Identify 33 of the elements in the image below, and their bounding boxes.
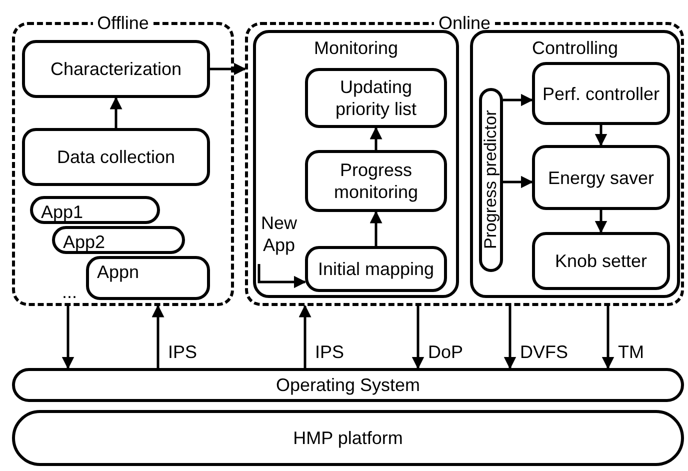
- arrow: [62, 306, 74, 370]
- process-box: Data collection: [22, 128, 210, 186]
- app-box: Appn: [86, 256, 210, 300]
- arrow: [110, 96, 122, 128]
- process-box: Initial mapping: [305, 246, 447, 292]
- panel-frame: [470, 30, 680, 298]
- process-box: Perf. controller: [532, 62, 670, 125]
- panel-frame: [253, 30, 459, 298]
- arrow: [412, 306, 424, 370]
- process-box: Energy saver: [532, 145, 670, 210]
- arrow: [370, 126, 382, 150]
- arrow: [594, 210, 608, 234]
- process-box: Characterization: [22, 40, 210, 98]
- predictor-box: Progress predictor: [479, 88, 503, 272]
- process-box: Progress monitoring: [305, 150, 447, 212]
- input-text: New App: [255, 212, 303, 264]
- platform-layer-bar: HMP platform: [12, 410, 684, 466]
- arrow: [503, 176, 534, 188]
- arrow: [298, 304, 312, 368]
- process-box: Updating priority list: [305, 68, 447, 128]
- system-layer-bar: Operating System: [12, 368, 684, 402]
- arrow: [370, 210, 382, 246]
- arrow: [504, 306, 516, 370]
- arrow: [602, 306, 614, 370]
- app-box: App2: [52, 226, 185, 254]
- app-box: App1: [30, 196, 160, 224]
- ellipsis-text: ...: [62, 282, 78, 303]
- process-box: Knob setter: [532, 232, 670, 290]
- arrow: [503, 94, 534, 106]
- arrow: [258, 264, 306, 288]
- arrow: [152, 304, 164, 368]
- arrow: [594, 125, 608, 146]
- arrow: [210, 62, 246, 76]
